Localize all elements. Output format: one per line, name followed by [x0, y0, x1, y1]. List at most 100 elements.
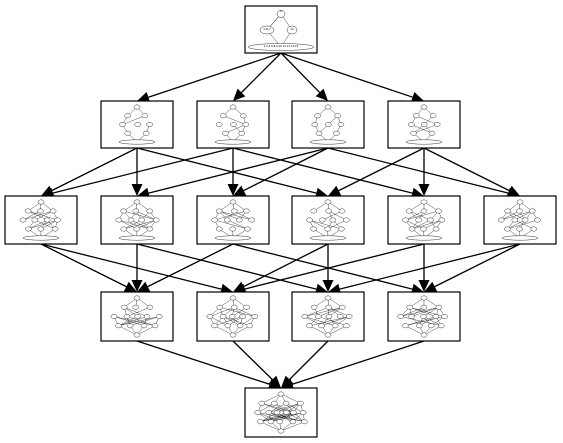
- mini-node: [219, 314, 227, 319]
- mini-node: [324, 295, 332, 301]
- mini-edge: [328, 307, 350, 317]
- mini-edge: [118, 219, 150, 230]
- mini-edge: [327, 325, 347, 336]
- mini-node: [438, 323, 445, 329]
- arrowhead: [418, 184, 430, 196]
- mini-node: [258, 400, 265, 406]
- mini-node: [408, 122, 415, 127]
- mini-edge: [209, 307, 235, 317]
- lattice-node-3-0: [100, 291, 174, 342]
- mini-node: [315, 130, 323, 136]
- mini-edge: [423, 219, 442, 230]
- mini-node: [242, 122, 249, 127]
- mini-node: [438, 217, 446, 223]
- mini-edge: [124, 307, 148, 317]
- mini-node: [134, 122, 141, 127]
- mini-node: [127, 217, 135, 223]
- mini-edge: [304, 307, 343, 317]
- edge-2-5-to-3-3: [424, 243, 521, 292]
- mini-edge: [507, 219, 538, 230]
- mini-edge: [409, 210, 431, 221]
- mini-node: [309, 139, 347, 145]
- mini-edge: [304, 316, 336, 326]
- mini-node: [146, 122, 153, 127]
- mini-node: [337, 122, 345, 127]
- mini-node: [397, 314, 404, 319]
- mini-node: [441, 314, 448, 319]
- mini-edge: [260, 412, 278, 422]
- mini-node: [229, 332, 237, 338]
- arrowhead: [281, 379, 295, 390]
- mini-node: [299, 410, 307, 415]
- mini-node: [206, 314, 214, 319]
- mini-edge: [423, 325, 442, 336]
- mini-edge: [118, 219, 137, 230]
- mini-edge: [113, 316, 156, 326]
- mini-edge: [270, 412, 304, 422]
- mini-edge: [411, 219, 431, 230]
- mini-node: [290, 410, 297, 415]
- mini-node: [43, 217, 51, 223]
- arrowhead: [233, 185, 247, 196]
- edge-2-3-to-3-2: [322, 244, 334, 292]
- edge-line: [232, 147, 413, 194]
- edge-line: [232, 243, 413, 290]
- mini-node: [318, 323, 325, 329]
- mini-node: [151, 323, 159, 329]
- mini-node: [19, 217, 27, 223]
- arrowhead: [410, 91, 424, 103]
- mini-edge: [28, 210, 58, 221]
- mini-node: [504, 226, 511, 232]
- mini-node: [432, 226, 440, 232]
- edge-line: [241, 52, 282, 93]
- mini-node: [420, 295, 428, 301]
- mini-node: [254, 410, 261, 415]
- mini-node: [410, 130, 417, 136]
- mini-node: [337, 314, 344, 319]
- mini-node: [51, 226, 59, 232]
- lattice-node-2-0: [4, 195, 78, 245]
- arrowhead: [315, 88, 328, 101]
- mini-node: [435, 208, 442, 214]
- edge-1-0-to-2-0: [41, 147, 138, 196]
- mini-edge: [276, 403, 301, 413]
- mini-node: [146, 304, 154, 310]
- top-node-label-1: 1: [280, 9, 282, 13]
- mini-node: [37, 199, 45, 205]
- mini-edge: [34, 210, 54, 221]
- lattice-node-1-2: [291, 100, 365, 149]
- mini-edge: [405, 325, 425, 336]
- edge-2-3-to-3-1: [233, 243, 329, 292]
- mini-node: [118, 235, 156, 241]
- mini-node: [420, 208, 428, 214]
- mini-node: [406, 208, 413, 214]
- mini-node: [325, 314, 333, 319]
- mini-node: [134, 314, 141, 319]
- mini-edge: [219, 307, 255, 317]
- mini-node: [405, 139, 443, 145]
- mini-node: [534, 217, 541, 223]
- edge-0-0-to-1-2: [280, 52, 328, 101]
- mini-node: [314, 113, 321, 119]
- edge-1-1-to-2-4: [232, 147, 424, 199]
- mini-edge: [409, 307, 436, 317]
- arrowhead: [131, 184, 143, 196]
- mini-node: [435, 304, 443, 310]
- mini-node: [339, 304, 346, 310]
- mini-edge: [232, 325, 250, 336]
- mini-node: [408, 226, 416, 232]
- edge-3-1-to-4-0: [232, 340, 281, 388]
- mini-node: [325, 208, 332, 214]
- mini-node: [133, 295, 141, 301]
- mini-node: [215, 122, 223, 127]
- edge-line: [40, 243, 222, 290]
- top-node-label-167: 1,6,7: [263, 27, 271, 31]
- mini-node: [325, 122, 332, 127]
- mini-edge: [34, 219, 56, 230]
- mini-edge: [501, 210, 520, 221]
- mini-node: [25, 226, 32, 232]
- mini-node: [271, 400, 278, 406]
- mini-edge: [214, 219, 248, 230]
- lattice-node-1-0: [100, 100, 174, 149]
- mini-node: [248, 217, 255, 223]
